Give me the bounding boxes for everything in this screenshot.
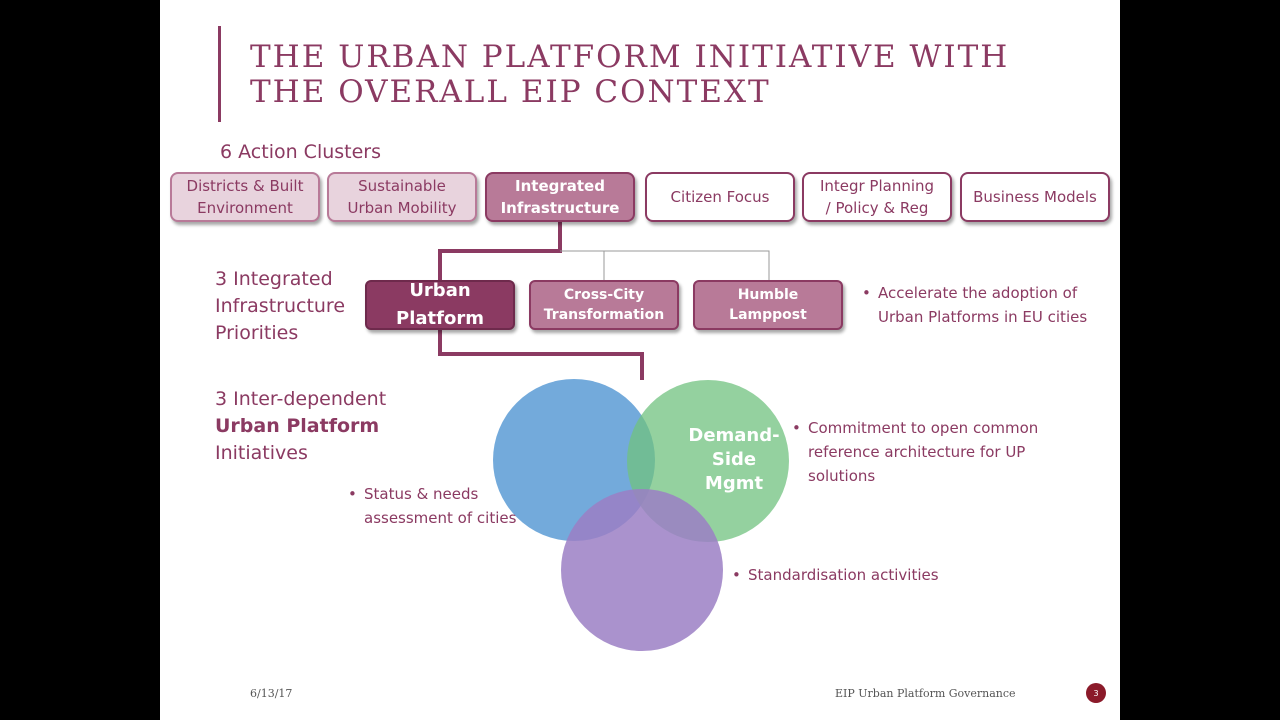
page-number-badge: 3 [1086,683,1106,703]
bullet-line-1: Standardisation activities [748,566,939,584]
cluster-label-line-1: Integrated [515,177,605,195]
bullet-line-2: assessment of cities [364,509,517,527]
priorities-label-line-3: Priorities [215,322,299,344]
circle-label-line-1: Demand- [688,425,780,446]
initiatives-label-line-1: 3 Inter-dependent [215,388,387,410]
slide-title: THE URBAN PLATFORM INITIATIVE WITH THE O… [250,40,1009,110]
cluster-label-line-2: / Policy & Reg [825,199,929,217]
priority-label-line-2: Transformation [543,307,665,323]
circle-label-line-2: Side MoU [820,461,916,482]
cluster-citizen-focus: Citizen Focus [645,172,795,222]
standards-label: Standards [750,556,854,580]
status-bullet: • Status & needs assessment of cities [348,482,516,530]
priority-label-line-1: Cross-City [563,287,645,303]
commitment-bullet: • Commitment to open common reference arc… [792,416,1038,488]
bullet-line-1: Accelerate the adoption of [878,284,1078,302]
bullet-line-1: Status & needs [364,485,479,503]
footer-title: EIP Urban Platform Governance [835,687,1016,700]
cluster-label-line-1: Business Models [973,188,1097,206]
priority-label-line-2: Platform [396,308,484,329]
cluster-label-line-2: Urban Mobility [347,199,457,217]
demand-side-label: Demand- Side Mgmt [688,424,779,496]
bullet-glyph: • [732,566,741,584]
bullet-glyph: • [792,419,801,437]
bullet-line-3: solutions [808,467,876,485]
circle-standards [561,489,723,651]
initiatives-label: 3 Inter-dependent Urban Platform Initiat… [215,386,386,467]
cluster-integr-planning-policy-reg: Integr Planning / Policy & Reg [802,172,952,222]
cluster-label-line-1: Sustainable [358,177,446,195]
connector-integrated-to-urban-platform [438,222,562,282]
circle-label-line-1: Supply- [829,437,907,458]
initiatives-label-line-3: Initiatives [215,442,308,464]
priority-label-line-1: Humble [737,287,799,303]
bullet-glyph: • [348,485,357,503]
bullet-line-2: reference architecture for UP [808,443,1026,461]
circle-label-line-2: Side [711,449,757,470]
supply-side-label: Supply- Side MoU [820,436,915,484]
standardisation-bullet: • Standardisation activities [732,563,939,587]
cluster-business-models: Business Models [960,172,1110,222]
connector-thin-branches [560,250,770,282]
priorities-label-line-2: Infrastructure [215,295,346,317]
initiatives-label-line-2: Urban Platform [215,415,380,437]
circle-label-line-1: Standards [749,557,855,578]
priority-label-line-1: Urban [409,280,471,301]
title-line-2: THE OVERALL EIP CONTEXT [250,74,771,110]
cluster-label-line-1: Integr Planning [819,177,935,195]
connector-lines [438,222,770,380]
cluster-label-line-2: Infrastructure [500,199,620,217]
title-line-1: THE URBAN PLATFORM INITIATIVE WITH [250,39,1010,75]
circle-label-line-3: Mgmt [704,473,764,494]
priorities-label-line-1: 3 Integrated [215,268,333,290]
cluster-label-line-2: Environment [197,199,293,217]
venn-diagram [493,379,789,651]
cluster-label-line-1: Citizen Focus [670,188,770,206]
bullet-line-1: Commitment to open common [808,419,1039,437]
footer-date: 6/13/17 [250,687,293,700]
priority-label-line-2: Lamppost [729,307,807,323]
cluster-label-line-1: Districts & Built [186,177,304,195]
priorities-label: 3 Integrated Infrastructure Priorities [215,266,345,347]
bullet-line-2: Urban Platforms in EU cities [878,308,1088,326]
action-clusters-label: 6 Action Clusters [220,141,382,163]
title-accent-bar [218,26,221,122]
bullet-glyph: • [862,284,871,302]
connector-urban-platform-to-initiatives [438,330,644,380]
priorities-bullet: • Accelerate the adoption of Urban Platfo… [862,281,1087,329]
slide: THE URBAN PLATFORM INITIATIVE WITH THE O… [160,0,1120,720]
